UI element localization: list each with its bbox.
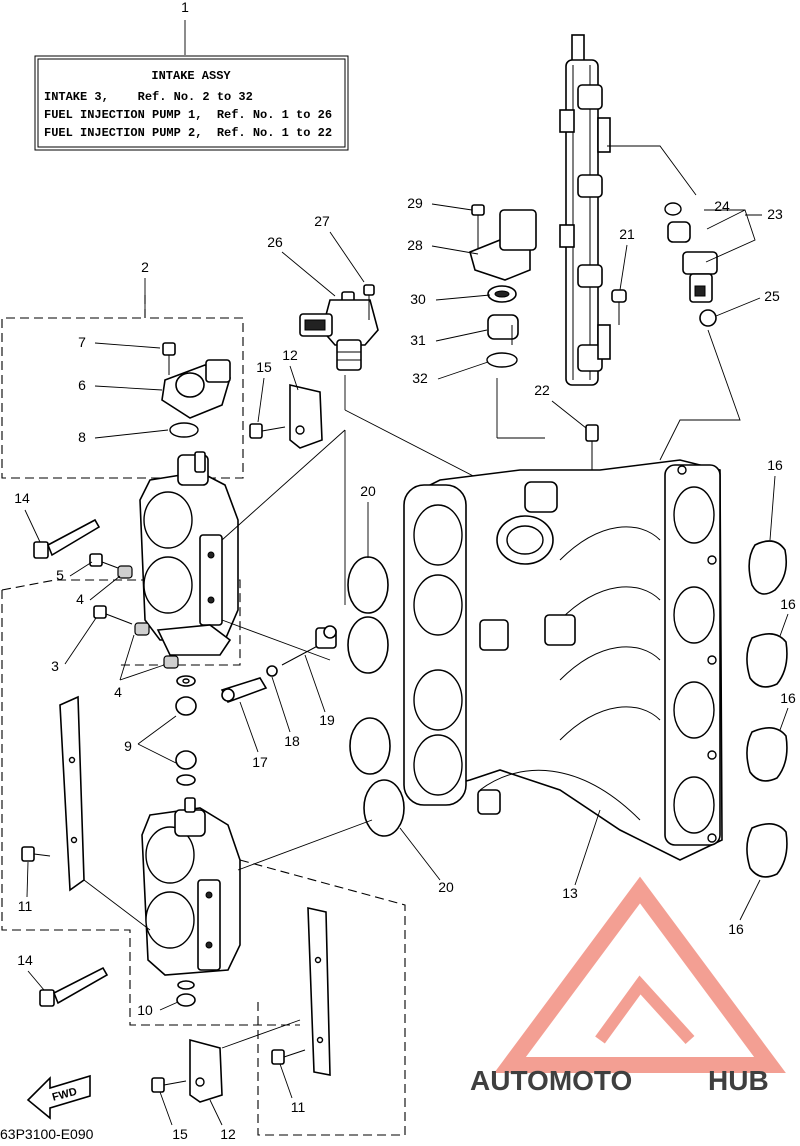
callout-14b: 14 (17, 952, 33, 968)
title-box-line-2: FUEL INJECTION PUMP 1, Ref. No. 1 to 26 (44, 108, 332, 122)
leader-lines (83, 429, 373, 931)
map-sensor (161, 342, 231, 438)
callout-13: 13 (562, 885, 578, 901)
callout-23: 23 (767, 206, 783, 222)
callout-32: 32 (412, 370, 428, 386)
watermark-text-primary: AUTOMOTO (470, 1065, 632, 1096)
intake-orings (344, 430, 405, 837)
pressure-sensor-group (469, 204, 545, 439)
callout-4b: 4 (114, 684, 122, 700)
callout-22: 22 (534, 382, 550, 398)
gasket-plate-left (21, 695, 85, 892)
callout-24: 24 (714, 198, 730, 214)
callout-18: 18 (284, 733, 300, 749)
callout-16c: 16 (780, 690, 796, 706)
callout-14a: 14 (14, 490, 30, 506)
title-box-heading: INTAKE ASSY (151, 69, 231, 83)
callout-12b: 12 (220, 1126, 236, 1141)
fuel-injector (607, 145, 756, 461)
fasteners-left (33, 518, 197, 786)
callout-19: 19 (319, 712, 335, 728)
gasket-plate-right (271, 906, 331, 1076)
group-boundaries (1, 295, 406, 1136)
callout-11a: 11 (18, 898, 33, 914)
callout-16b: 16 (780, 596, 796, 612)
fuel-pump (299, 284, 521, 501)
callout-20b: 20 (438, 879, 454, 895)
watermark: AUTOMOTO HUB (470, 876, 786, 1096)
callout-28: 28 (407, 237, 423, 253)
throttle-link (220, 625, 337, 703)
callout-31: 31 (410, 332, 426, 348)
callout-15a: 15 (256, 359, 272, 375)
callout-20a: 20 (360, 483, 376, 499)
callout-1: 1 (181, 0, 189, 15)
throttle-body-upper (139, 451, 239, 656)
callout-10: 10 (137, 1002, 153, 1018)
throttle-body-lower (141, 797, 241, 1007)
callout-5: 5 (56, 567, 64, 583)
intake-manifold (403, 289, 723, 861)
callout-6: 6 (78, 377, 86, 393)
fwd-arrow-icon: FWD (26, 1074, 91, 1120)
diagram-code: 63P3100-E090 (0, 1126, 94, 1141)
title-box: INTAKE ASSY INTAKE 3, Ref. No. 2 to 32 F… (34, 20, 349, 151)
title-box-line-1: INTAKE 3, Ref. No. 2 to 32 (44, 90, 253, 104)
callout-15b: 15 (172, 1126, 188, 1141)
callout-26: 26 (267, 234, 283, 250)
callout-8: 8 (78, 429, 86, 445)
fuel-rail (559, 34, 611, 386)
callout-3: 3 (51, 658, 59, 674)
callout-4a: 4 (76, 591, 84, 607)
callout-16a: 16 (767, 457, 783, 473)
callout-16d: 16 (728, 921, 744, 937)
callout-21: 21 (619, 226, 635, 242)
callout-2: 2 (141, 259, 149, 275)
callout-29: 29 (407, 195, 423, 211)
callout-7: 7 (78, 334, 86, 350)
callout-27: 27 (314, 213, 330, 229)
bracket-upper (249, 383, 323, 449)
callout-9: 9 (124, 738, 132, 754)
callout-25: 25 (764, 288, 780, 304)
watermark-text-secondary: HUB (708, 1065, 769, 1096)
title-box-line-3: FUEL INJECTION PUMP 2, Ref. No. 1 to 22 (44, 126, 332, 140)
callout-11b: 11 (291, 1099, 306, 1115)
fasteners-lower (39, 966, 301, 1103)
callout-17: 17 (252, 754, 268, 770)
callout-30: 30 (410, 291, 426, 307)
manifold-gaskets (746, 540, 788, 878)
callout-12a: 12 (282, 347, 298, 363)
